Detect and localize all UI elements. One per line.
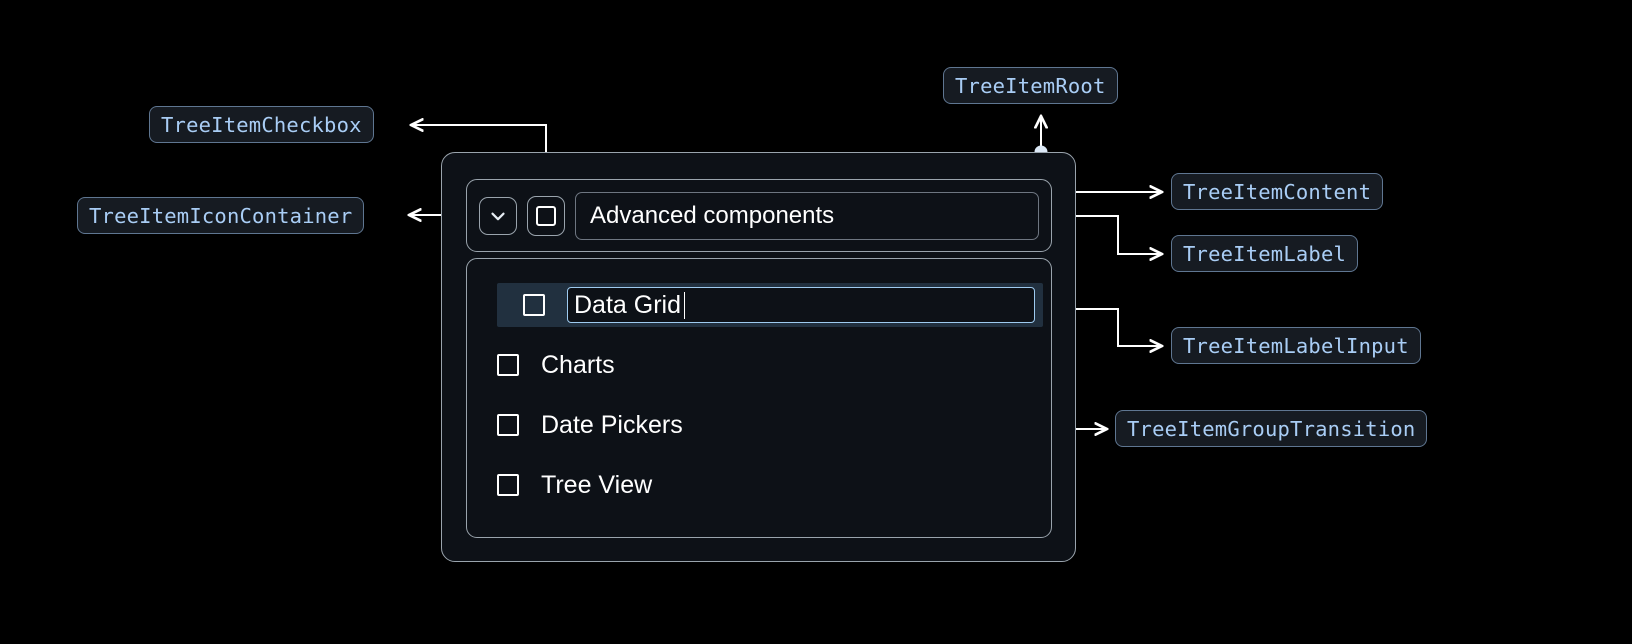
tree-item-label-text: Advanced components bbox=[590, 201, 835, 229]
tree-item-label-input[interactable]: Data Grid bbox=[567, 287, 1035, 323]
annotation-chip-treeitemgrouptransition: TreeItemGroupTransition bbox=[1115, 410, 1428, 447]
tree-item-group-transition: Data Grid Charts Date Pickers Tree View bbox=[466, 258, 1052, 538]
tree-item-icon-container[interactable] bbox=[479, 196, 517, 235]
tree-item-label: Charts bbox=[541, 350, 615, 379]
text-caret bbox=[683, 291, 686, 319]
annotation-chip-treeitemlabelinput: TreeItemLabelInput bbox=[1171, 327, 1421, 364]
tree-list-item-date-pickers[interactable]: Date Pickers bbox=[467, 403, 1051, 447]
tree-list-item-tree-view[interactable]: Tree View bbox=[467, 463, 1051, 507]
tree-item-content[interactable]: Advanced components bbox=[466, 179, 1052, 252]
checkbox-square-icon[interactable] bbox=[497, 354, 519, 376]
annotation-chip-treeitemcontent: TreeItemContent bbox=[1171, 173, 1384, 210]
annotation-label: TreeItemLabel bbox=[1183, 241, 1347, 266]
annotation-chip-treeitemiconcontainer: TreeItemIconContainer bbox=[77, 197, 365, 234]
checkbox-square-icon[interactable] bbox=[523, 294, 545, 316]
annotation-label: TreeItemCheckbox bbox=[161, 112, 362, 137]
checkbox-square-icon bbox=[536, 205, 556, 226]
annotation-label: TreeItemIconContainer bbox=[89, 203, 353, 228]
checkbox-square-icon[interactable] bbox=[497, 414, 519, 436]
annotation-chip-treeitemlabel: TreeItemLabel bbox=[1171, 235, 1359, 272]
checkbox-square-icon[interactable] bbox=[497, 474, 519, 496]
tree-item-checkbox[interactable] bbox=[527, 195, 565, 236]
chevron-down-icon bbox=[491, 212, 505, 220]
annotation-label: TreeItemContent bbox=[1183, 179, 1372, 204]
tree-item-label: Tree View bbox=[541, 470, 653, 499]
annotation-label: TreeItemLabelInput bbox=[1183, 333, 1409, 358]
annotation-chip-treeitemcheckbox: TreeItemCheckbox bbox=[149, 106, 374, 143]
annotation-label: TreeItemRoot bbox=[955, 73, 1106, 98]
tree-item-label[interactable]: Advanced components bbox=[575, 191, 1039, 240]
annotation-chip-treeitemroot: TreeItemRoot bbox=[943, 67, 1118, 104]
annotation-label: TreeItemGroupTransition bbox=[1127, 416, 1416, 441]
tree-list-item-charts[interactable]: Charts bbox=[467, 343, 1051, 387]
tree-list-item-data-grid[interactable]: Data Grid bbox=[497, 283, 1043, 327]
tree-item-label-input-value: Data Grid bbox=[574, 290, 681, 319]
tree-item-label: Date Pickers bbox=[541, 410, 683, 439]
